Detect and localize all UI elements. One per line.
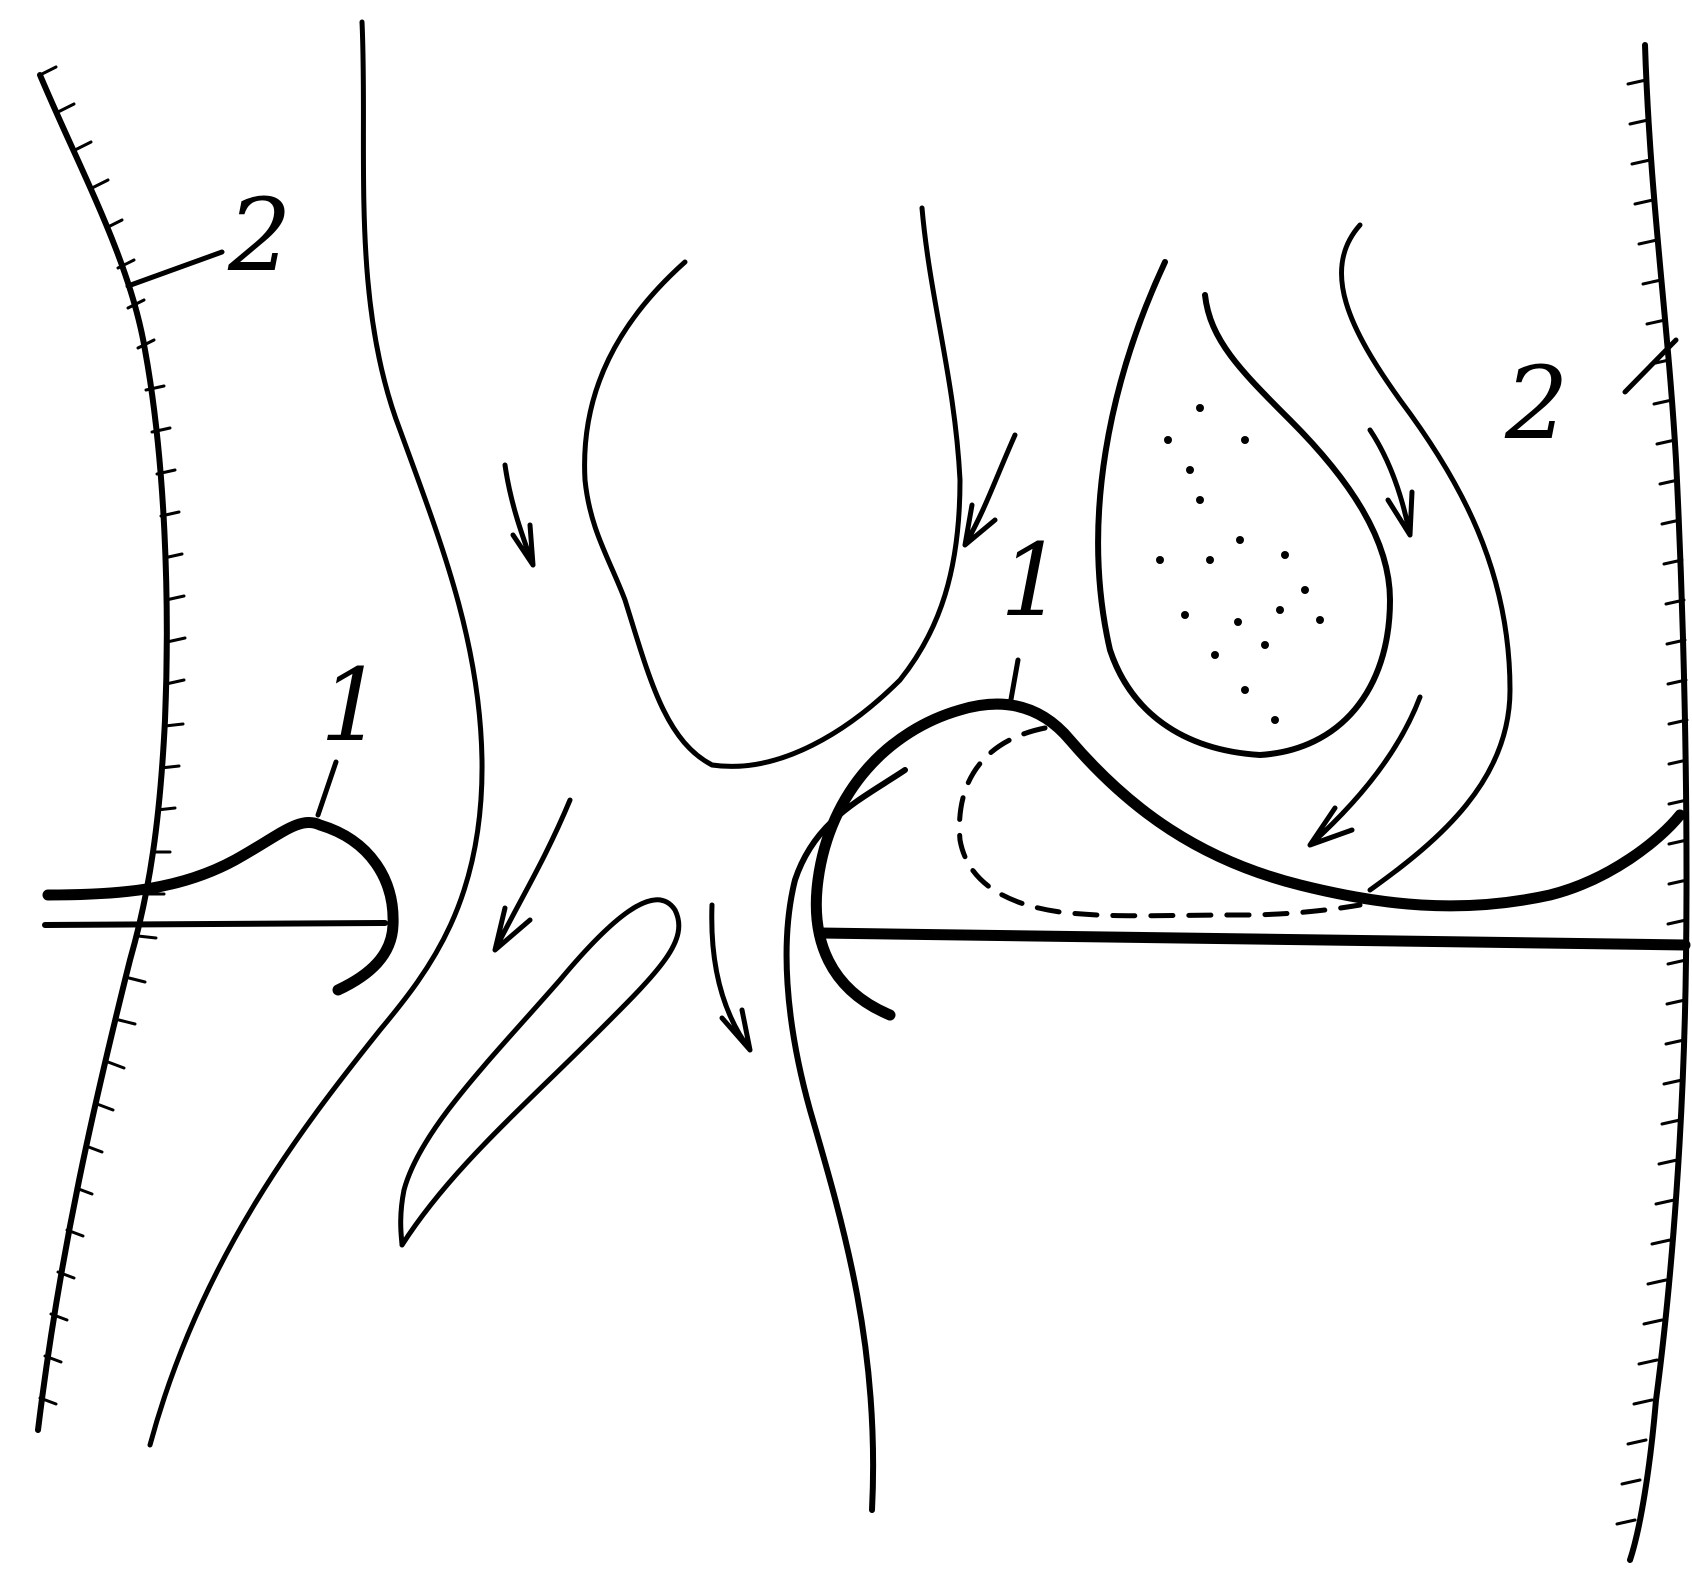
left-label-1-leader [318,762,336,815]
right-flap [816,704,1680,1015]
arrow-down-center [712,905,750,1050]
diagram-ink: 1 2 1 2 [38,22,1687,1560]
streamline-right-channel [1341,225,1510,890]
arrow-down-left-channel [505,465,533,565]
label-right-2: 2 [1504,345,1569,462]
label-left-2: 2 [227,177,292,294]
central-eddy [585,208,960,766]
right-label-1-leader [1010,660,1018,705]
streamline-left-outer [150,22,482,1445]
label-right-1: 1 [1000,522,1064,639]
bubble-dots [1156,404,1324,724]
label-left-1: 1 [320,647,384,764]
arrow-down-right-channel-upper [1370,430,1412,535]
streamline-left-lower [401,900,679,1245]
right-wall-hatching [1617,80,1687,1524]
left-flap [48,822,393,990]
right-plate [820,933,1685,945]
left-plate [45,923,385,925]
bubble-outline [1098,262,1390,755]
arrow-down-right-channel-lower [1310,697,1420,845]
arrow-down-diagonal-left [495,800,570,950]
streamline-mid-right [787,770,905,1510]
left-label-2-leader [128,252,222,286]
